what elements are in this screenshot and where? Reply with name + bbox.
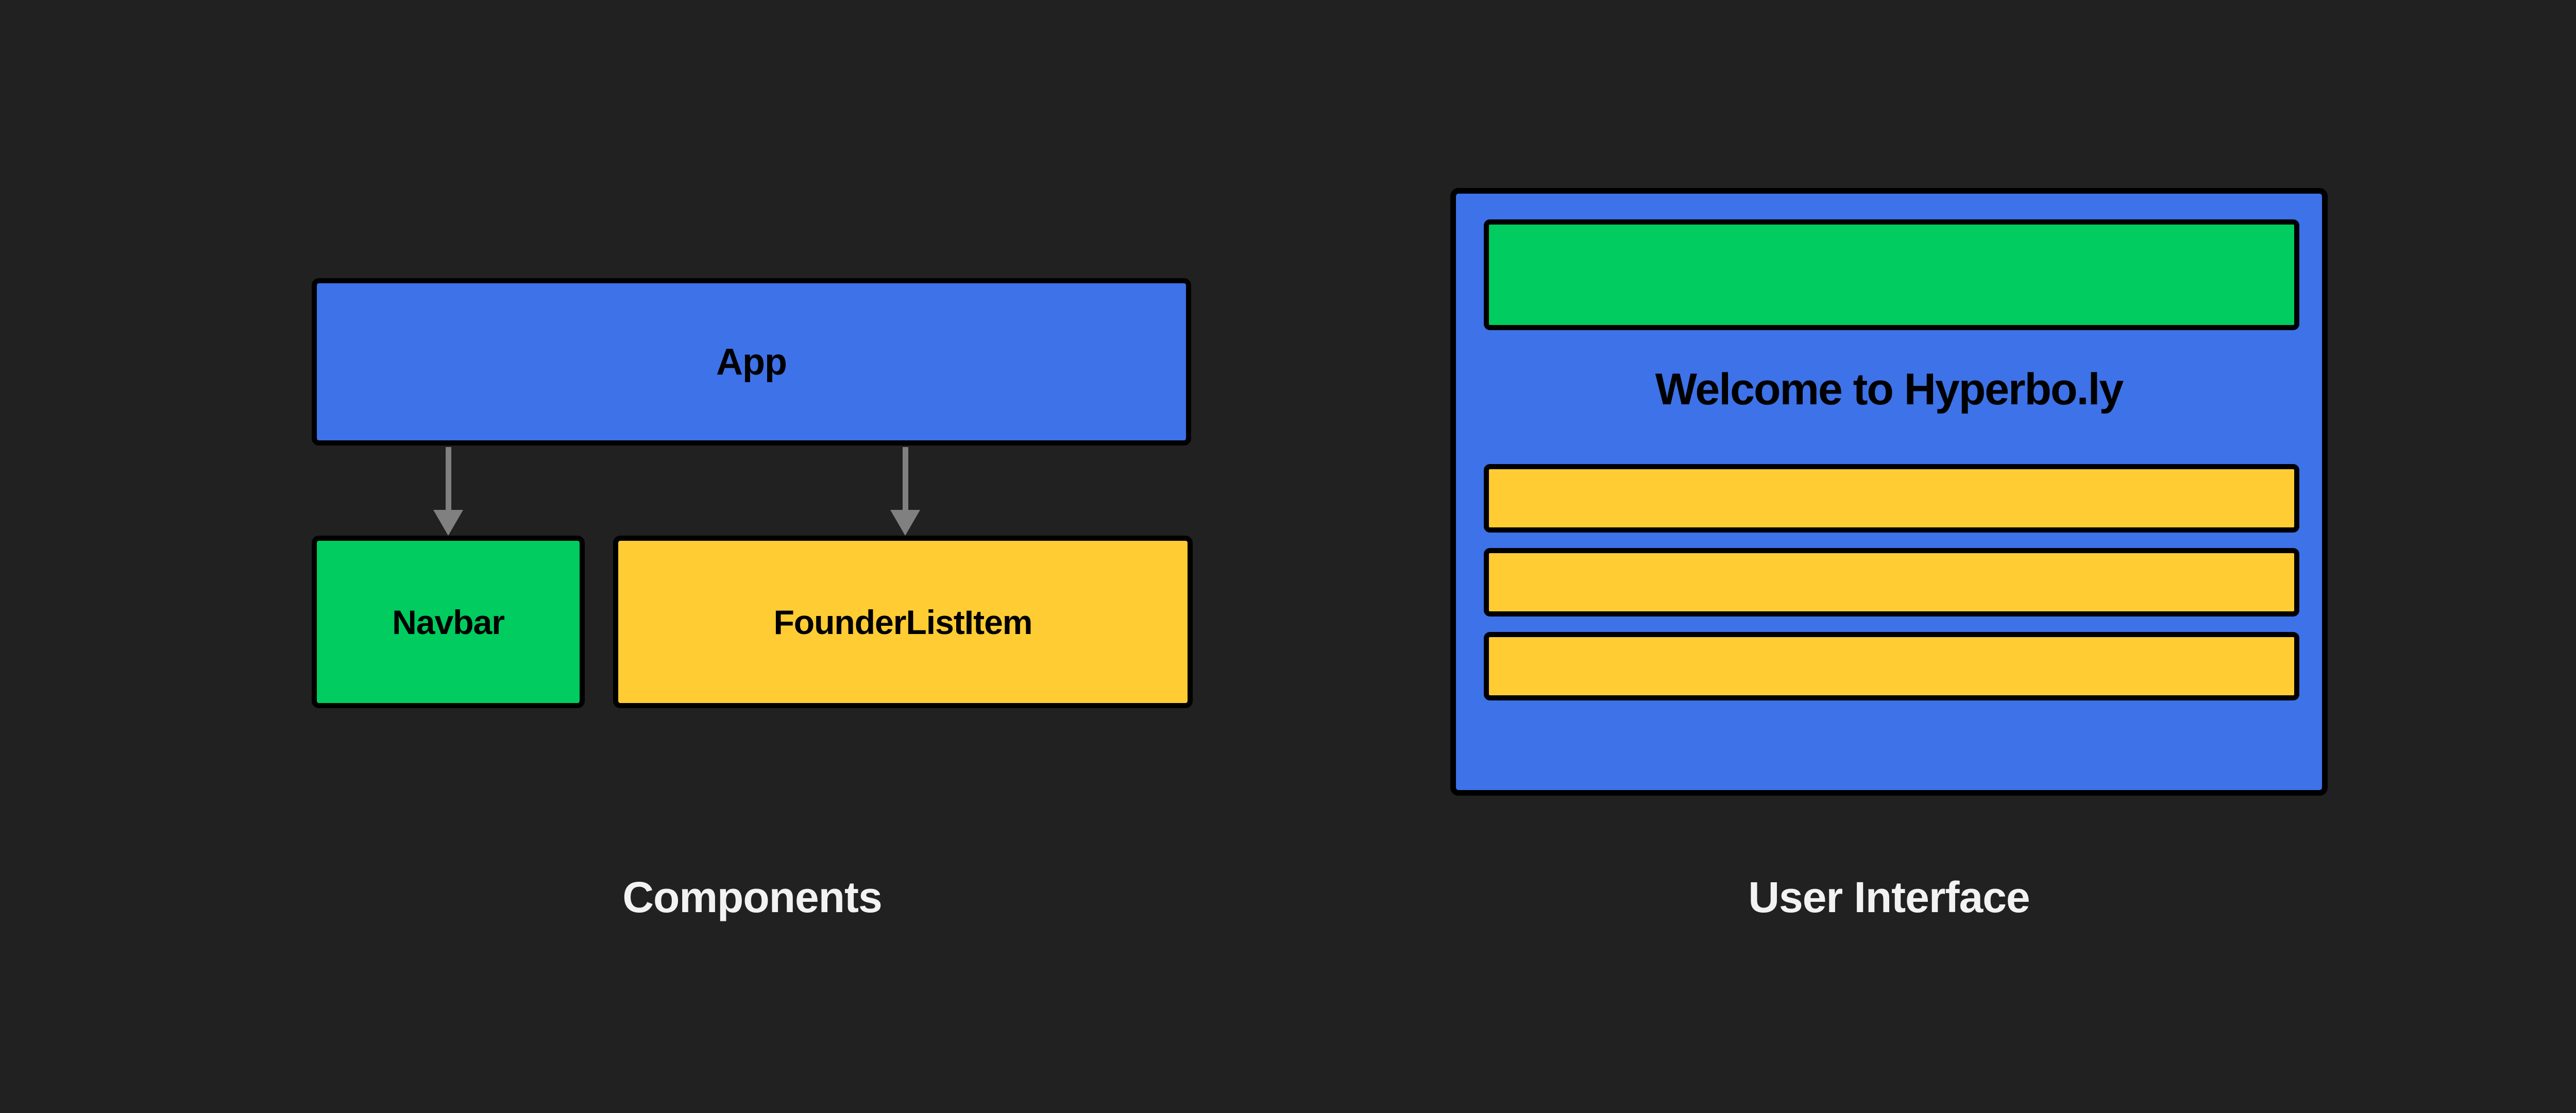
component-node-founderlistitem-label: FounderListItem [773, 603, 1032, 641]
ui-preview-app-container: Welcome to Hyperbo.ly [1450, 188, 2328, 796]
ui-preview-founder-list-item[interactable] [1484, 464, 2299, 533]
ui-preview-founder-list-item[interactable] [1484, 548, 2299, 617]
component-node-navbar-label: Navbar [392, 603, 505, 641]
user-interface-caption: User Interface [1748, 872, 2030, 921]
component-node-founderlistitem[interactable]: FounderListItem [613, 536, 1193, 708]
ui-preview-founder-list-item[interactable] [1484, 632, 2299, 700]
component-node-navbar[interactable]: Navbar [312, 536, 585, 708]
arrow-down-icon-app-to-navbar [433, 447, 463, 536]
component-node-app[interactable]: App [312, 278, 1191, 446]
arrow-down-icon-app-to-founderlistitem [890, 447, 920, 536]
ui-preview-heading: Welcome to Hyperbo.ly [1655, 364, 2124, 414]
component-node-app-label: App [716, 341, 787, 383]
components-caption: Components [622, 872, 882, 921]
ui-preview-navbar[interactable] [1484, 219, 2299, 330]
